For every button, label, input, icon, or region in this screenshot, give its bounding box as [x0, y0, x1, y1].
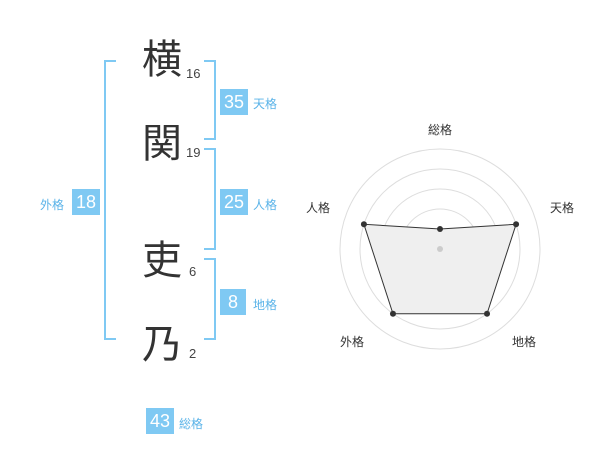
gaikaku-value: 18: [72, 189, 100, 215]
stroke-count-4: 2: [189, 346, 197, 361]
soukaku-label: 総格: [179, 417, 204, 431]
radar-point: [360, 221, 367, 228]
gaikaku-label: 外格: [40, 198, 65, 212]
jinkaku-label: 人格: [253, 198, 278, 212]
radar-point: [437, 226, 443, 232]
radar-point: [513, 221, 520, 228]
radar-point: [389, 310, 396, 317]
name-char-1: 横: [142, 37, 182, 83]
name-char-3: 吏: [142, 238, 182, 284]
soukaku-value: 43: [146, 408, 174, 434]
radar-axis-label-soukaku: 総格: [428, 122, 452, 137]
radar-chart: 総格 天格 地格 外格 人格: [306, 122, 574, 350]
jinkaku-value: 25: [220, 189, 248, 215]
radar-axis-label-gaikaku: 外格: [340, 334, 364, 349]
radar-point: [484, 310, 491, 317]
stroke-count-1: 16: [186, 66, 201, 81]
tenkaku-value: 35: [220, 89, 248, 115]
name-char-4: 乃: [142, 322, 182, 368]
chikaku-value: 8: [220, 289, 246, 315]
radar-points: [360, 221, 520, 317]
tenkaku-label: 天格: [253, 97, 278, 111]
stroke-count-2: 19: [186, 145, 201, 160]
chikaku-label: 地格: [253, 298, 278, 312]
radar-ring: [339, 148, 541, 350]
stroke-count-3: 6: [189, 264, 197, 279]
radar-center: [437, 246, 443, 252]
name-char-2: 関: [142, 121, 182, 167]
radar-ring: [359, 168, 521, 330]
radar-axis-label-tenkaku: 天格: [550, 200, 574, 215]
radar-axis-label-chikaku: 地格: [512, 334, 536, 349]
radar-axis-label-jinkaku: 人格: [306, 200, 330, 215]
radar-polygon: [363, 223, 517, 315]
